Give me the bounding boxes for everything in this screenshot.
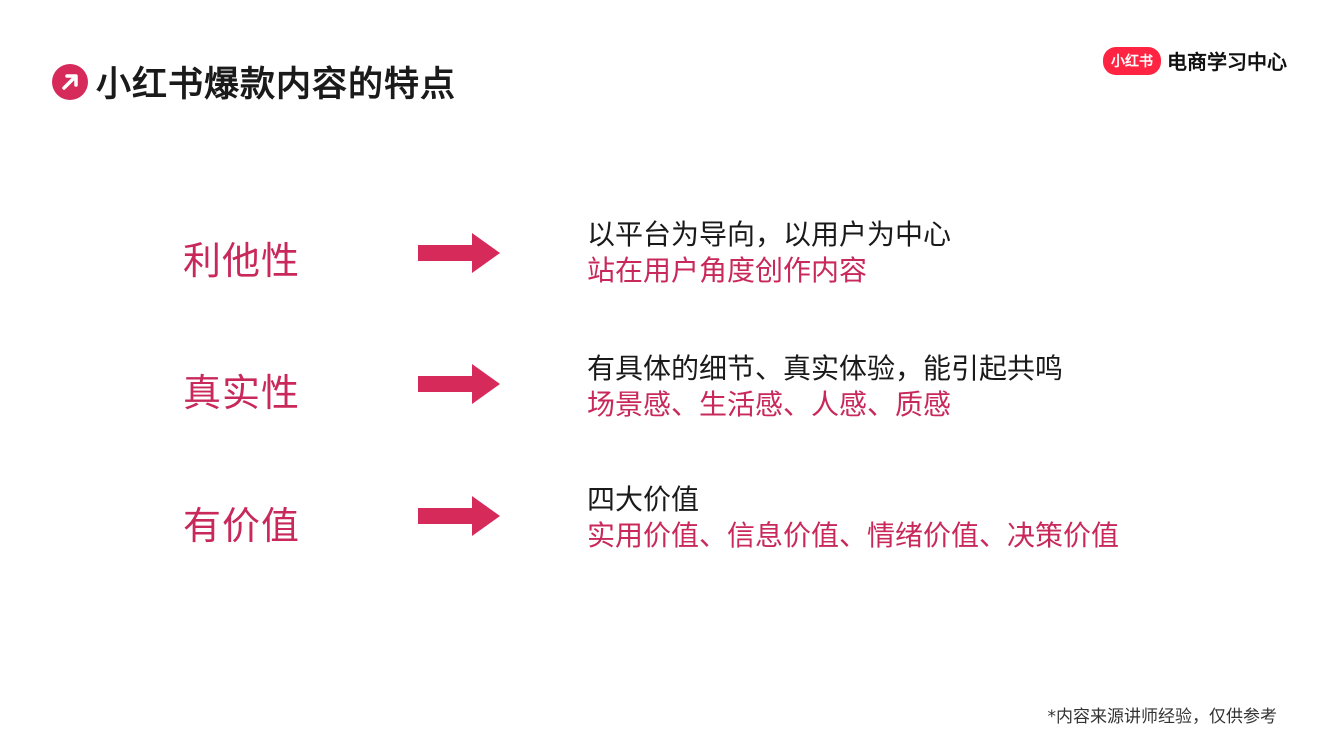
brand: 小红书 电商学习中心 <box>1103 46 1287 75</box>
description-line-1: 有具体的细节、真实体验，能引起共鸣 <box>587 352 1064 385</box>
feature-label: 真实性 <box>183 371 301 415</box>
right-arrow-icon <box>418 364 500 404</box>
footnote: *内容来源讲师经验，仅供参考 <box>1047 707 1278 727</box>
feature-label: 有价值 <box>183 504 301 548</box>
right-arrow-icon <box>418 233 500 273</box>
feature-description: 有具体的细节、真实体验，能引起共鸣 场景感、生活感、人感、质感 <box>587 351 1063 423</box>
description-line-1: 以平台为导向，以用户为中心 <box>587 218 952 251</box>
right-arrow-icon <box>418 496 500 536</box>
slide-title: 小红书爆款内容的特点 <box>52 56 456 107</box>
description-line-2: 场景感、生活感、人感、质感 <box>587 388 952 421</box>
arrow-up-right-icon <box>52 63 88 100</box>
brand-logo: 小红书 <box>1103 46 1161 75</box>
description-line-1: 四大价值 <box>587 483 700 516</box>
title-text: 小红书爆款内容的特点 <box>96 65 457 105</box>
description-line-2: 站在用户角度创作内容 <box>587 254 868 287</box>
feature-description: 四大价值 实用价值、信息价值、情绪价值、决策价值 <box>587 482 1119 554</box>
description-line-2: 实用价值、信息价值、情绪价值、决策价值 <box>587 519 1120 552</box>
brand-name: 电商学习中心 <box>1167 50 1287 74</box>
feature-label: 利他性 <box>183 239 301 283</box>
feature-description: 以平台为导向，以用户为中心 站在用户角度创作内容 <box>587 217 951 289</box>
